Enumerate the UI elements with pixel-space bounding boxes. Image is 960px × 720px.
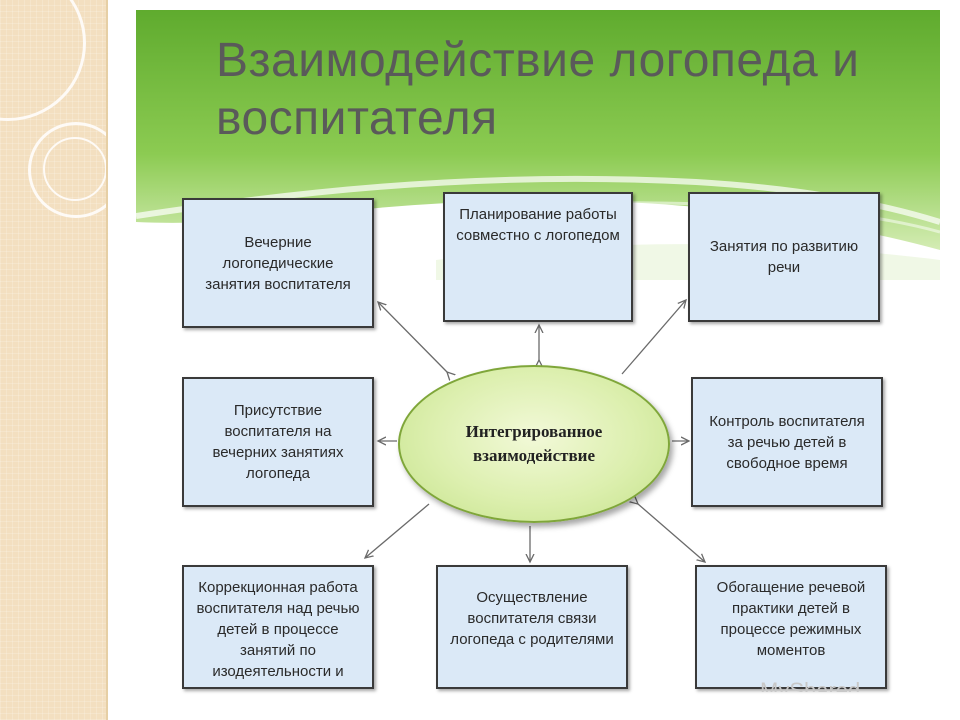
box-parents-label: Осуществление воспитателя связи логопеда… — [450, 589, 614, 648]
slide-title-line-1: Взаимодействие логопеда и — [216, 34, 860, 87]
box-enrichment-label: Обогащение речевой практики детей в проц… — [716, 579, 866, 659]
box-presence-label: Присутствие воспитателя на вечерних заня… — [212, 402, 344, 482]
box-evening-sessions-label: Вечерние логопедические занятия воспитат… — [205, 233, 351, 293]
box-joint-planning: Планирование работы совместно с логопедо… — [443, 192, 633, 322]
box-enrichment: Обогащение речевой практики детей в проц… — [695, 565, 887, 689]
decorative-ring — [43, 137, 106, 201]
box-correction: Коррекционная работа воспитателя над реч… — [182, 565, 374, 689]
box-control-label: Контроль воспитателя за речью детей в св… — [709, 412, 865, 472]
arrow-to-evening-sessions — [378, 302, 447, 372]
decorative-side-strip — [0, 0, 108, 720]
box-speech-development-label: Занятия по развитию речи — [709, 238, 859, 276]
box-speech-development: Занятия по развитию речи — [688, 192, 880, 322]
box-evening-sessions: Вечерние логопедические занятия воспитат… — [182, 198, 374, 328]
arrow-to-correction — [365, 503, 430, 558]
center-integrated-interaction: Интегрированное взаимодействие — [398, 365, 670, 523]
box-correction-label: Коррекционная работа воспитателя над реч… — [196, 579, 360, 680]
slide-title: Взаимодействие логопеда и воспитателя — [216, 32, 916, 148]
arrow-to-enrichment — [638, 504, 705, 562]
box-joint-planning-label: Планирование работы совместно с логопедо… — [456, 206, 620, 244]
box-parents: Осуществление воспитателя связи логопеда… — [436, 565, 628, 689]
center-label: Интегрированное взаимодействие — [466, 420, 603, 468]
box-control: Контроль воспитателя за речью детей в св… — [691, 377, 883, 507]
center-label-line-2: взаимодействие — [472, 446, 595, 465]
slide-title-line-2: воспитателя — [216, 92, 498, 145]
center-label-line-1: Интегрированное — [465, 422, 603, 441]
watermark-logo: MyShared — [760, 680, 950, 692]
arrow-to-speech-development — [621, 300, 686, 375]
decorative-ring — [28, 122, 106, 218]
box-presence: Присутствие воспитателя на вечерних заня… — [182, 377, 374, 507]
